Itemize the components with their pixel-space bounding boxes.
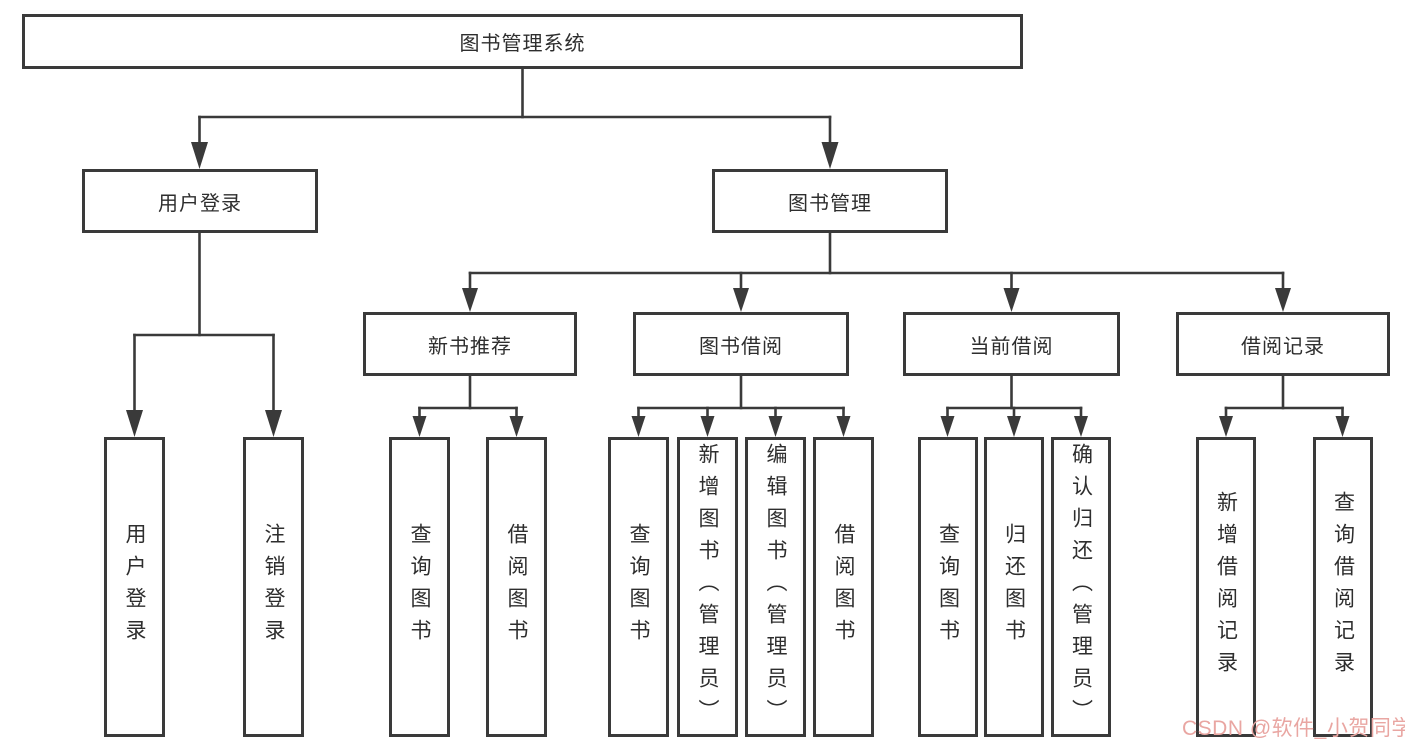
node-current-borrow: 当前借阅 — [903, 312, 1120, 376]
node-borrow-records: 借阅记录 — [1176, 312, 1390, 376]
leaf-query-books-borrow: 查询图书 — [608, 437, 669, 737]
node-label: 借阅记录 — [1241, 335, 1325, 358]
leaf-label: 借阅图书 — [505, 523, 528, 651]
node-label: 用户登录 — [158, 192, 242, 215]
node-label: 图书借阅 — [699, 335, 783, 358]
node-label: 图书管理系统 — [459, 33, 586, 55]
node-user-login: 用户登录 — [82, 169, 318, 233]
leaf-edit-books-admin: 编辑图书（管理员） — [745, 437, 806, 737]
leaf-confirm-return-admin: 确认归还（管理员） — [1051, 437, 1111, 737]
leaf-label: 新增借阅记录 — [1214, 491, 1238, 683]
node-label: 当前借阅 — [969, 335, 1054, 358]
leaf-label: 查询图书 — [936, 523, 960, 651]
leaf-add-books-admin: 新增图书（管理员） — [677, 437, 738, 737]
leaf-query-books-current: 查询图书 — [918, 437, 978, 737]
leaf-logout: 注销登录 — [243, 437, 304, 737]
node-book-borrow: 图书借阅 — [633, 312, 849, 376]
leaf-label: 借阅图书 — [832, 523, 855, 651]
leaf-label: 查询借阅记录 — [1331, 491, 1355, 683]
node-new-book-recommend: 新书推荐 — [363, 312, 577, 376]
leaf-add-borrow-record: 新增借阅记录 — [1196, 437, 1256, 737]
leaf-borrow-books: 借阅图书 — [813, 437, 874, 737]
node-book-management: 图书管理 — [712, 169, 948, 233]
leaf-label: 查询图书 — [627, 523, 650, 651]
leaf-borrow-books-recommend: 借阅图书 — [486, 437, 547, 737]
leaf-label: 用户登录 — [123, 523, 146, 651]
leaf-query-borrow-record: 查询借阅记录 — [1313, 437, 1373, 737]
leaf-label: 确认归还（管理员） — [1069, 443, 1093, 731]
leaf-label: 新增图书（管理员） — [696, 443, 719, 731]
leaf-query-books-recommend: 查询图书 — [389, 437, 450, 737]
node-label: 新书推荐 — [428, 335, 512, 358]
node-library-management-system: 图书管理系统 — [22, 14, 1023, 69]
leaf-label: 查询图书 — [408, 523, 431, 651]
node-label: 图书管理 — [788, 192, 872, 215]
watermark: CSDN @软件_小贺同学 — [1182, 717, 1405, 740]
leaf-user-login: 用户登录 — [104, 437, 165, 737]
leaf-label: 归还图书 — [1002, 523, 1026, 651]
leaf-label: 编辑图书（管理员） — [764, 443, 787, 731]
leaf-return-books: 归还图书 — [984, 437, 1044, 737]
leaf-label: 注销登录 — [262, 523, 285, 651]
